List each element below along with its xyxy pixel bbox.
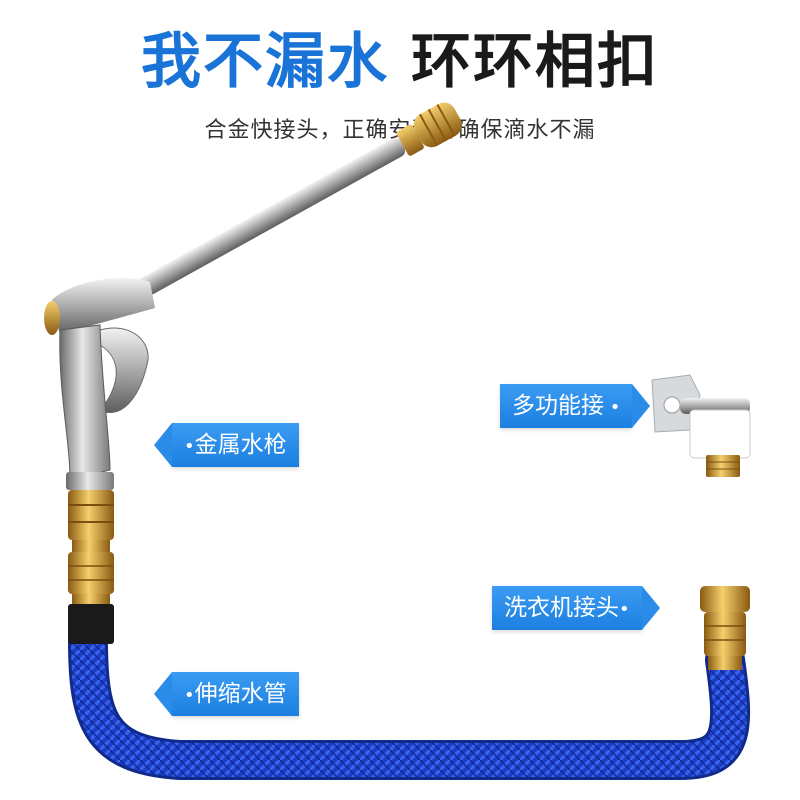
headline-black: 环环相扣 — [411, 27, 659, 97]
label-dot: • — [604, 397, 621, 418]
label-dot: • — [619, 599, 630, 620]
gun-connector — [68, 490, 114, 644]
label-multi-adapter: 多功能接 • — [500, 384, 651, 428]
washer-connector — [700, 586, 750, 670]
label-dot: • — [184, 436, 195, 457]
label-washer-connector-text: 洗衣机接头 — [504, 595, 619, 621]
label-dot: • — [184, 685, 195, 706]
hose — [68, 620, 751, 780]
label-washer-connector: 洗衣机接头• — [492, 586, 660, 630]
label-hose-text: 伸缩水管 — [194, 681, 287, 707]
label-metal-gun-text: 金属水枪 — [194, 432, 287, 458]
label-multi-adapter-text: 多功能接 — [512, 393, 604, 419]
multi-adapter — [651, 374, 751, 477]
headline-blue: 我不漏水 — [141, 27, 389, 97]
headline: 我不漏水环环相扣 — [0, 22, 800, 102]
spray-gun — [44, 102, 462, 490]
label-hose: •伸缩水管 — [154, 672, 299, 716]
label-metal-gun: •金属水枪 — [154, 423, 299, 467]
